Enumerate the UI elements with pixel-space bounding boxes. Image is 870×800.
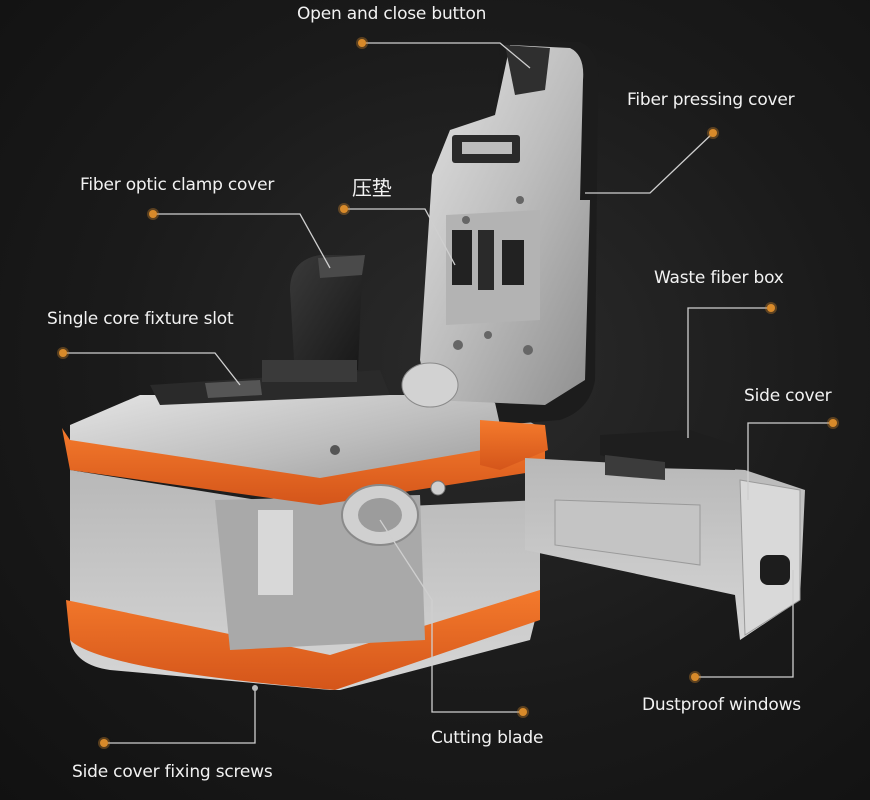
label-side-cover-fixing-screws: Side cover fixing screws xyxy=(72,762,273,782)
marker-dot-side-cover-fixing-screws xyxy=(100,739,108,747)
label-fiber-pressing-cover: Fiber pressing cover xyxy=(627,90,795,110)
marker-dot-cutting-blade xyxy=(519,708,527,716)
fixing-screw-icon xyxy=(252,685,258,691)
marker-dot-open-close-button xyxy=(358,39,366,47)
label-dustproof-windows: Dustproof windows xyxy=(642,695,801,715)
marker-dot-side-cover xyxy=(829,419,837,427)
cleaver-body xyxy=(62,395,545,690)
label-open-close-button: Open and close button xyxy=(297,4,487,24)
label-single-core-fixture-slot: Single core fixture slot xyxy=(47,309,234,329)
marker-dot-fiber-optic-clamp-cover xyxy=(149,210,157,218)
marker-dot-waste-fiber-box xyxy=(767,304,775,312)
waste-fiber-box xyxy=(525,430,805,640)
fiber-clamp-assembly xyxy=(150,255,390,405)
leader-lines xyxy=(63,42,833,744)
marker-dot-pressure-pad xyxy=(340,205,348,213)
marker-dot-dustproof-windows xyxy=(691,673,699,681)
fiber-pressing-cover xyxy=(401,40,599,470)
label-cutting-blade: Cutting blade xyxy=(431,728,544,748)
label-pressure-pad: 压垫 xyxy=(352,176,392,200)
marker-dot-single-core-fixture-slot xyxy=(59,349,67,357)
label-fiber-optic-clamp-cover: Fiber optic clamp cover xyxy=(80,175,275,195)
label-waste-fiber-box: Waste fiber box xyxy=(654,268,784,288)
marker-dot-fiber-pressing-cover xyxy=(709,129,717,137)
label-side-cover: Side cover xyxy=(744,386,832,406)
